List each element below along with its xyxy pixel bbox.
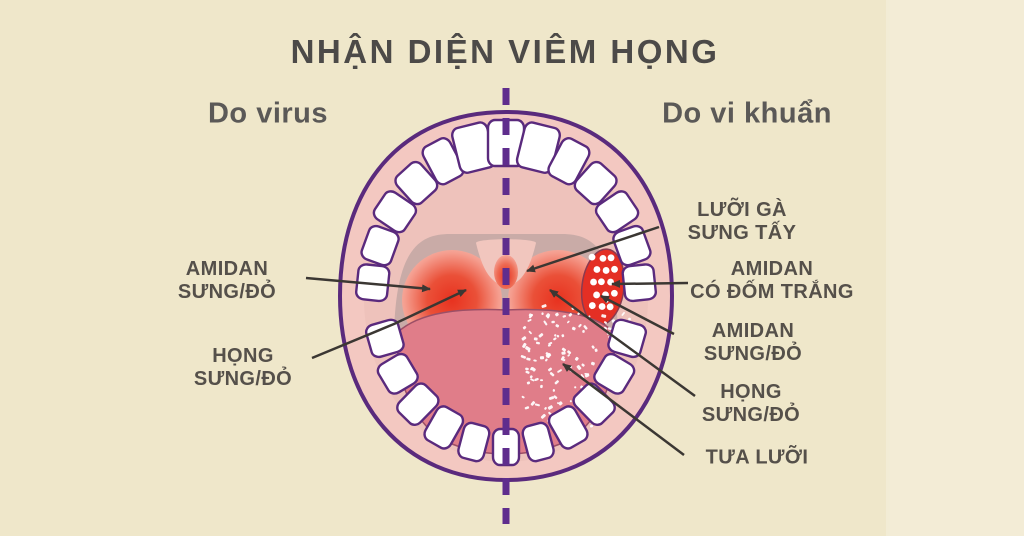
label-right-luoi-ga: LƯỠI GÀ SƯNG TẤY: [687, 199, 797, 244]
arrow-right-luoi-ga: [526, 225, 660, 273]
arrow-left-hong: [311, 288, 467, 360]
label-right-dom-trang: AMIDAN CÓ ĐỐM TRẮNG: [690, 258, 854, 303]
right-section-heading: Do vi khuẩn: [662, 97, 832, 130]
arrow-right-amidan: [600, 294, 675, 336]
left-section-heading: Do virus: [207, 97, 329, 130]
label-right-tua-luoi: TƯA LƯỠI: [705, 446, 809, 469]
arrow-right-dom-trang: [611, 279, 689, 288]
label-left-hong: HỌNG SƯNG/ĐỎ: [193, 345, 293, 390]
upper-teeth: [354, 118, 658, 303]
label-left-amidan: AMIDAN SƯNG/ĐỎ: [177, 258, 277, 303]
label-right-hong: HỌNG SƯNG/ĐỎ: [701, 381, 801, 426]
arrow-right-hong: [549, 288, 696, 398]
arrow-right-tua-luoi: [562, 363, 685, 456]
page-title: NHẬN DIỆN VIÊM HỌNG: [290, 33, 720, 71]
lower-teeth: [364, 318, 648, 467]
label-right-amidan: AMIDAN SƯNG/ĐỎ: [703, 320, 803, 365]
arrow-left-amidan: [305, 276, 431, 293]
